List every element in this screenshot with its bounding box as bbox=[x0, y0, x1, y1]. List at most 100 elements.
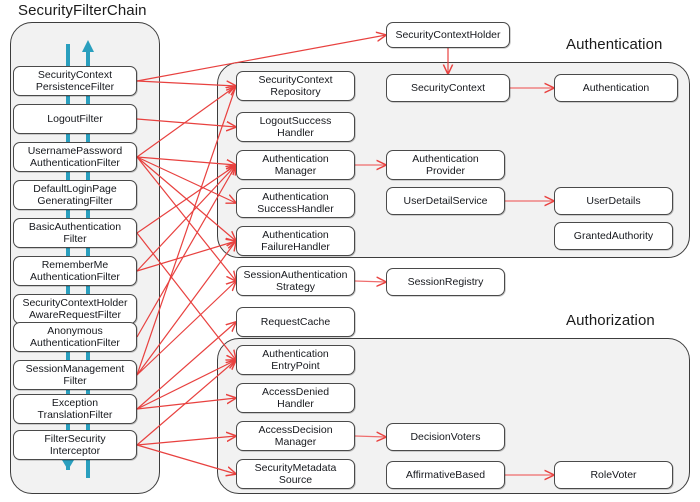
node-label-line: Authentication bbox=[262, 229, 329, 241]
node-label-line: EntryPoint bbox=[271, 360, 320, 372]
node-label-line: FilterSecurity bbox=[44, 433, 106, 445]
node-label-line: Filter bbox=[63, 375, 87, 387]
link-sessionAuthenticationStrategy-to-sessionRegistry bbox=[354, 281, 386, 282]
node-label-line: BasicAuthentication bbox=[28, 221, 122, 233]
node-label-line: SuccessHandler bbox=[257, 203, 334, 215]
node-label-line: AwareRequestFilter bbox=[28, 309, 121, 321]
node-label-line: Strategy bbox=[275, 281, 316, 293]
node-label-line: Source bbox=[278, 474, 313, 486]
node-grantedAuthority[interactable]: GrantedAuthority bbox=[554, 222, 673, 250]
node-label-affirmativeBased: AffirmativeBased bbox=[406, 469, 485, 481]
node-requestCache[interactable]: RequestCache bbox=[236, 307, 355, 337]
node-label-line: Manager bbox=[274, 436, 317, 448]
node-label-authentication: Authentication bbox=[583, 82, 650, 94]
node-label-decisionVoters: DecisionVoters bbox=[410, 431, 480, 443]
node-label-line: RequestCache bbox=[260, 316, 331, 328]
node-affirmativeBased[interactable]: AffirmativeBased bbox=[386, 461, 505, 489]
group-title-authentication: Authentication bbox=[566, 36, 663, 53]
group-title-filter_chain: SecurityFilterChain bbox=[18, 2, 147, 19]
node-label-userDetailService: UserDetailService bbox=[403, 195, 487, 207]
node-logoutFilter[interactable]: LogoutFilter bbox=[13, 104, 137, 134]
node-label-logoutFilter: LogoutFilter bbox=[47, 113, 102, 125]
node-label-line: SessionAuthentication bbox=[243, 269, 348, 281]
node-label-line: SecurityContextHolder bbox=[22, 297, 128, 309]
node-label-line: LogoutFilter bbox=[47, 113, 103, 125]
node-securityContextHolder[interactable]: SecurityContextHolder bbox=[386, 22, 510, 48]
node-userDetailService[interactable]: UserDetailService bbox=[386, 187, 505, 215]
node-label-line: Anonymous bbox=[47, 325, 103, 337]
node-label-line: Handler bbox=[277, 398, 314, 410]
node-label-line: Authentication bbox=[582, 82, 650, 94]
node-label-securityContextHolder: SecurityContextHolder bbox=[395, 29, 500, 41]
node-label-line: UserDetailService bbox=[403, 195, 488, 207]
node-label-line: SecurityContext bbox=[258, 74, 333, 86]
node-roleVoter[interactable]: RoleVoter bbox=[554, 461, 673, 489]
node-label-line: Authentication bbox=[262, 348, 329, 360]
node-label-sessionRegistry: SessionRegistry bbox=[408, 276, 484, 288]
node-label-requestCache: RequestCache bbox=[261, 316, 330, 328]
node-label-line: Manager bbox=[274, 165, 317, 177]
node-label-line: SecurityContext bbox=[410, 82, 486, 94]
node-authentication[interactable]: Authentication bbox=[554, 74, 678, 102]
node-label-securityContext: SecurityContext bbox=[411, 82, 485, 94]
group-title-authorization: Authorization bbox=[566, 312, 655, 329]
node-label-line: FailureHandler bbox=[261, 241, 330, 253]
node-label-userDetails: UserDetails bbox=[586, 195, 640, 207]
node-label-line: AuthenticationFilter bbox=[30, 337, 120, 349]
node-label-line: Exception bbox=[51, 397, 99, 409]
node-label-line: AccessDecision bbox=[258, 424, 333, 436]
node-decisionVoters[interactable]: DecisionVoters bbox=[386, 423, 505, 451]
node-label-line: DefaultLoginPage bbox=[33, 183, 117, 195]
node-label-line: AffirmativeBased bbox=[405, 469, 486, 481]
node-securityContext[interactable]: SecurityContext bbox=[386, 74, 510, 102]
node-label-line: GrantedAuthority bbox=[573, 230, 654, 242]
node-label-line: Handler bbox=[277, 127, 314, 139]
node-label-line: SessionRegistry bbox=[407, 276, 484, 288]
node-label-grantedAuthority: GrantedAuthority bbox=[574, 230, 653, 242]
node-label-line: SecurityMetadata bbox=[254, 462, 337, 474]
node-label-line: GeneratingFilter bbox=[37, 195, 113, 207]
node-sessionRegistry[interactable]: SessionRegistry bbox=[386, 268, 505, 296]
node-userDetails[interactable]: UserDetails bbox=[554, 187, 673, 215]
node-label-line: UsernamePassword bbox=[27, 145, 123, 157]
